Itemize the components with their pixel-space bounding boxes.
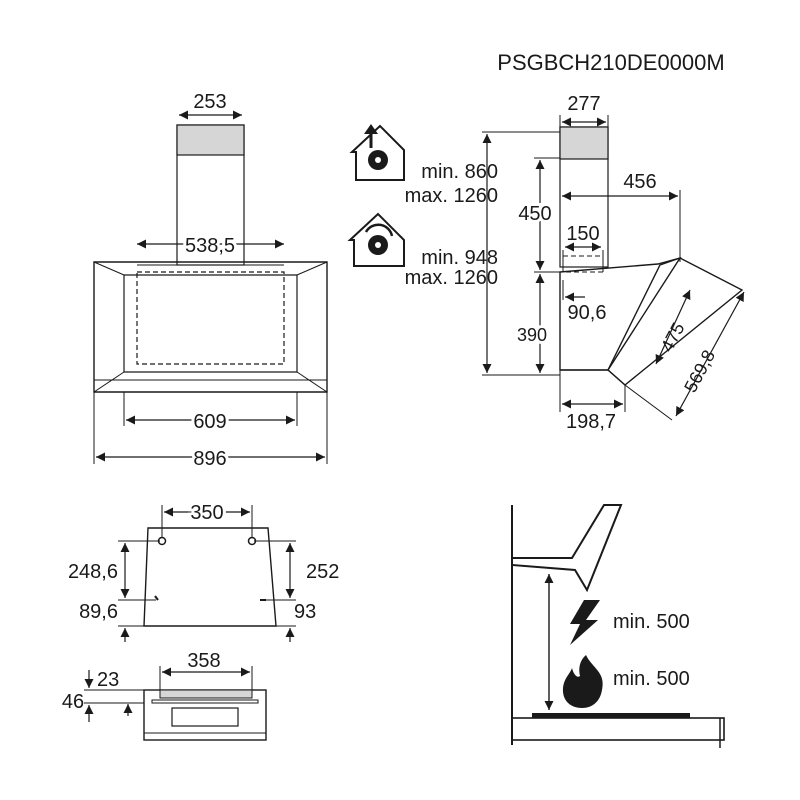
recirculation-house-icon [347, 212, 405, 267]
extraction-house-icon [349, 124, 405, 181]
extraction-min: min. 860 [421, 161, 498, 183]
dim-left-height: 248,6 [68, 561, 118, 583]
flame-icon [562, 655, 603, 708]
dim-inner-width: 609 [193, 411, 226, 433]
dim-top-depth: 46 [62, 691, 84, 713]
installation-hood-silhouette [511, 504, 623, 593]
dim-left-bottom: 89,6 [79, 601, 118, 623]
wall-bracket-view: 350 248,6 89,6 252 93 [68, 499, 339, 642]
electric-clearance: min. 500 [613, 611, 690, 633]
dim-outlet-diameter: 150 [566, 223, 599, 245]
front-view: 253 538,5 609 896 [93, 91, 328, 473]
gas-clearance: min. 500 [613, 668, 690, 690]
lightning-icon [570, 600, 600, 645]
dim-outlet-offset: 90,6 [568, 302, 607, 324]
side-view: 277 min. 860 max. 1260 min. 948 max. 126… [347, 93, 745, 433]
recirculation-min: min. 948 [421, 247, 498, 269]
front-hood-panel [123, 274, 298, 373]
dim-top-width: 358 [187, 650, 220, 672]
dim-chimney-height: 450 [518, 203, 551, 225]
extraction-max: max. 1260 [405, 185, 498, 207]
installation-hob [532, 713, 690, 718]
front-filter-outline [136, 271, 285, 365]
dim-chimney-width: 253 [193, 91, 226, 113]
top-view: 358 23 46 [62, 650, 267, 741]
installation-worktop [511, 717, 725, 741]
installation-view: min. 500 min. 500 [511, 504, 725, 748]
dim-hole-spacing: 350 [190, 502, 223, 524]
dim-glass-length: 475 [657, 319, 689, 355]
dim-total-width: 896 [193, 448, 226, 470]
dim-glass-diagonal: 569,8 [680, 347, 719, 396]
dim-right-height: 252 [306, 561, 339, 583]
dim-right-bottom: 93 [294, 601, 316, 623]
top-view-slot [171, 707, 239, 727]
front-chimney-top [176, 124, 245, 156]
dim-canopy-projection: 456 [623, 171, 656, 193]
dim-body-height: 390 [517, 325, 547, 345]
side-hood-body [559, 256, 682, 371]
dim-filter-width: 538,5 [185, 235, 235, 257]
dim-top-offset: 23 [97, 669, 119, 691]
dim-chimney-depth: 277 [567, 93, 600, 115]
model-code: PSGBCH210DE0000M [497, 50, 724, 75]
dim-bottom-depth: 198,7 [566, 411, 616, 433]
recirculation-max: max. 1260 [405, 267, 498, 289]
